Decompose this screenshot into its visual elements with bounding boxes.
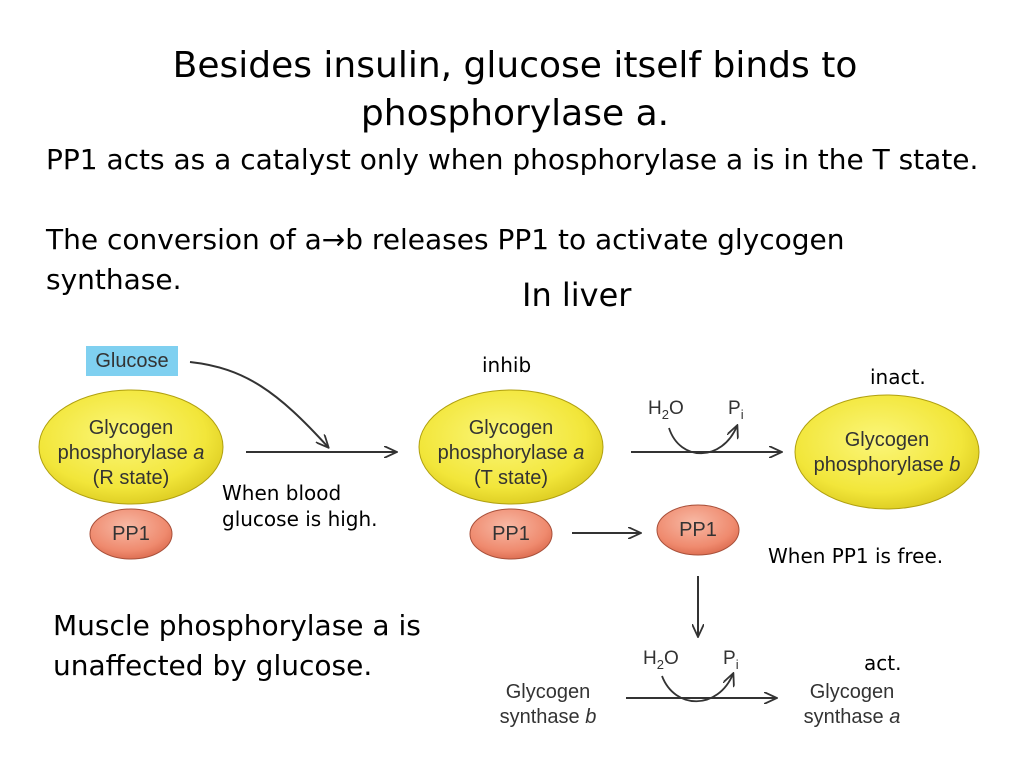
h2o-top-sub: 2 [661,406,669,422]
h2o-top-h: H [648,398,662,419]
phos-b-line1: Glycogen [844,429,930,451]
h2o-top-o: O [668,398,684,419]
pp1-label-free: PP1 [679,519,717,541]
inact-label: inact. [870,365,926,389]
synthase-a-line2: synthase a [782,705,922,730]
synthase-b-italic: b [585,706,597,728]
pi-top-sub: i [740,406,744,422]
arrow-symbol: → [321,223,346,256]
high-glucose-note: When blood glucose is high. [222,480,378,532]
pp1-label-left: PP1 [112,523,150,545]
pi-bottom-p: P [723,648,736,669]
h2o-bottom-h: H [643,648,657,669]
phosphorylase-t-label: Glycogen phosphorylase a (T state) [421,416,601,491]
glucose-binding-arrow [189,361,328,447]
phos-r-state: (R state) [92,467,170,489]
phos-b-word: phosphorylase [813,454,950,476]
synthase-b-label: Glycogen synthase b [478,680,618,730]
synthase-a-word: synthase [803,706,890,728]
pi-bottom-sub: i [735,656,739,672]
in-liver-label: In liver [522,276,632,314]
pp1-oval-middle [469,508,553,560]
pp1-oval-left [89,508,173,560]
synthase-b-line2: synthase b [478,705,618,730]
phos-b-line2: phosphorylase b [797,453,977,478]
phos-t-word: phosphorylase [437,442,574,464]
pi-top: Pi [728,398,744,422]
phosphorylase-t-ellipse [418,389,604,505]
synthase-b-line1: Glycogen [505,681,591,703]
phos-t-line2: phosphorylase a [421,441,601,466]
h2o-top: H2O [648,398,684,422]
pp1-oval-free [656,504,740,556]
phosphorylase-r-ellipse [38,389,224,505]
synthase-hydrolysis-curve [661,674,733,703]
pi-top-p: P [728,398,741,419]
synthase-a-line1: Glycogen [809,681,895,703]
phos-hydrolysis-curve [668,426,737,455]
phos-t-line1: Glycogen [468,417,554,439]
muscle-note: Muscle phosphorylase a is unaffected by … [53,609,421,682]
phos-t-italic: a [573,442,585,464]
pp1-free-note: When PP1 is free. [768,544,944,568]
conversion-text-end: b releases PP1 to activate glycogen synt… [46,223,845,296]
inhib-label: inhib [482,353,532,377]
phos-b-italic: b [949,454,961,476]
phos-r-italic: a [193,442,205,464]
high-glucose-line-2: glucose is high. [222,507,378,531]
phosphorylase-b-label: Glycogen phosphorylase b [797,428,977,478]
conversion-text-start: The conversion of a [46,223,322,256]
pp1-label-middle: PP1 [492,523,530,545]
h2o-bottom: H2O [643,648,679,672]
pp1-t-state-text: PP1 acts as a catalyst only when phospho… [46,143,979,176]
conversion-text: The conversion of a→b releases PP1 to ac… [46,220,876,300]
slide-title: Besides insulin, glucose itself binds to… [172,45,858,134]
act-label: act. [864,651,902,675]
phos-r-line2: phosphorylase a [41,441,221,466]
glucose-box: Glucose [86,346,178,376]
phosphorylase-b-ellipse [794,394,980,510]
synthase-b-word: synthase [499,706,586,728]
pi-bottom: Pi [723,648,739,672]
phosphorylase-r-label: Glycogen phosphorylase a (R state) [41,416,221,491]
h2o-bottom-sub: 2 [656,656,664,672]
h2o-bottom-o: O [663,648,679,669]
phos-r-word: phosphorylase [57,442,194,464]
phos-t-state: (T state) [473,467,549,489]
synthase-a-italic: a [889,706,901,728]
phos-r-line1: Glycogen [88,417,174,439]
high-glucose-line-1: When blood [222,481,342,505]
synthase-a-label: Glycogen synthase a [782,680,922,730]
